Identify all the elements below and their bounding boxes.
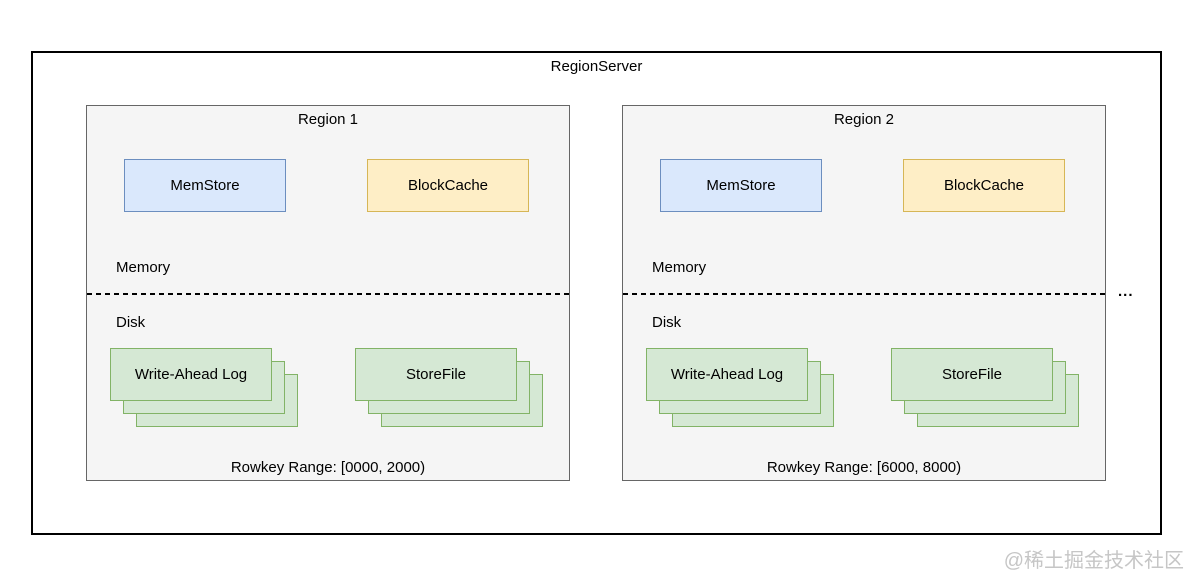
region-1-box: Region 1 MemStore BlockCache Memory Disk…: [86, 105, 570, 481]
rowkey-range-label: Rowkey Range: [0000, 2000): [230, 459, 426, 476]
wal-box: Write-Ahead Log: [646, 348, 808, 401]
blockcache-box: BlockCache: [367, 159, 529, 212]
storefile-stack: StoreFile: [355, 348, 543, 428]
regionserver-box: RegionServer Region 1 MemStore BlockCach…: [31, 51, 1162, 535]
memory-disk-divider: [623, 293, 1105, 295]
disk-label: Disk: [116, 314, 146, 331]
regionserver-title: RegionServer: [550, 58, 643, 75]
disk-label: Disk: [652, 314, 682, 331]
storefile-stack: StoreFile: [891, 348, 1079, 428]
memstore-box: MemStore: [124, 159, 286, 212]
storefile-box: StoreFile: [891, 348, 1053, 401]
memory-label: Memory: [116, 259, 171, 276]
memstore-box: MemStore: [660, 159, 822, 212]
wal-stack: Write-Ahead Log: [646, 348, 834, 428]
wal-stack: Write-Ahead Log: [110, 348, 298, 428]
more-regions-ellipsis: ...: [1118, 283, 1134, 300]
rowkey-range-label: Rowkey Range: [6000, 8000): [766, 459, 962, 476]
memory-label: Memory: [652, 259, 707, 276]
region-2-box: Region 2 MemStore BlockCache Memory Disk…: [622, 105, 1106, 481]
watermark: @稀土掘金技术社区: [1003, 550, 1184, 572]
blockcache-box: BlockCache: [903, 159, 1065, 212]
wal-box: Write-Ahead Log: [110, 348, 272, 401]
storefile-box: StoreFile: [355, 348, 517, 401]
region-title: Region 1: [297, 111, 359, 128]
region-title: Region 2: [833, 111, 895, 128]
memory-disk-divider: [87, 293, 569, 295]
